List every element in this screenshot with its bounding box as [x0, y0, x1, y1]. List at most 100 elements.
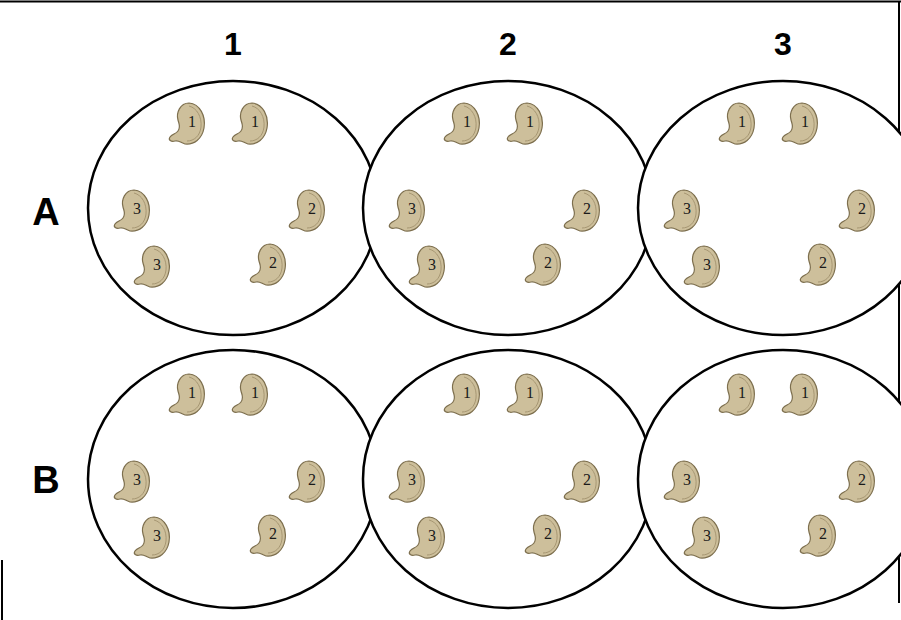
seed-node: 3 [386, 187, 428, 233]
seed-node: 2 [522, 241, 564, 287]
seed-shape [504, 371, 546, 417]
seed-node: 3 [131, 243, 173, 289]
seed-shape [229, 100, 271, 146]
seed-shape [561, 187, 603, 233]
seed-node: 2 [522, 512, 564, 558]
seed-number: 1 [733, 384, 751, 402]
seed-node: 2 [286, 187, 328, 233]
seed-shape [522, 512, 564, 558]
seed-number: 3 [128, 471, 146, 489]
seed-shape [681, 243, 723, 289]
seed-number: 3 [403, 471, 421, 489]
column-label: 3 [774, 28, 792, 60]
seed-number: 3 [678, 471, 696, 489]
seed-node: 3 [406, 243, 448, 289]
seed-shape [661, 187, 703, 233]
seed-node: 2 [797, 512, 839, 558]
seed-number: 2 [814, 254, 832, 272]
seed-number: 1 [183, 113, 201, 131]
seed-node: 3 [386, 458, 428, 504]
seed-node: 1 [779, 371, 821, 417]
seed-number: 3 [678, 200, 696, 218]
seed-shape [441, 371, 483, 417]
column-label: 1 [224, 28, 242, 60]
well-circle [638, 81, 901, 335]
seed-shape [441, 100, 483, 146]
seed-number: 3 [128, 200, 146, 218]
seed-node: 1 [229, 371, 271, 417]
well-circle [363, 350, 653, 608]
seed-shape [681, 514, 723, 560]
seed-shape [386, 187, 428, 233]
seed-number: 3 [423, 527, 441, 545]
seed-node: 1 [779, 100, 821, 146]
seed-number: 2 [264, 525, 282, 543]
seed-number: 2 [578, 471, 596, 489]
well-circle [638, 350, 901, 608]
seed-shape [522, 241, 564, 287]
seed-number: 1 [246, 113, 264, 131]
seed-shape [779, 100, 821, 146]
seed-node: 1 [441, 100, 483, 146]
seed-shape [166, 371, 208, 417]
seed-shape [797, 512, 839, 558]
seed-shape [286, 187, 328, 233]
seed-number: 1 [796, 384, 814, 402]
seed-number: 2 [578, 200, 596, 218]
seed-shape [661, 458, 703, 504]
seed-number: 3 [698, 256, 716, 274]
seed-node: 2 [247, 512, 289, 558]
well-circle [363, 81, 653, 335]
seed-number: 1 [733, 113, 751, 131]
seed-shape [797, 241, 839, 287]
seed-shape [779, 371, 821, 417]
seed-number: 2 [853, 471, 871, 489]
seed-node: 1 [229, 100, 271, 146]
seed-number: 3 [148, 256, 166, 274]
seed-number: 2 [303, 200, 321, 218]
seed-number: 3 [403, 200, 421, 218]
seed-shape [836, 187, 878, 233]
seed-node: 2 [836, 458, 878, 504]
seed-shape [131, 243, 173, 289]
seed-number: 2 [303, 471, 321, 489]
seed-number: 2 [539, 254, 557, 272]
seed-node: 1 [166, 371, 208, 417]
seed-number: 2 [264, 254, 282, 272]
seed-number: 3 [423, 256, 441, 274]
seed-node: 3 [111, 458, 153, 504]
row-label: A [32, 193, 59, 231]
row-label: B [32, 461, 59, 499]
seed-node: 1 [166, 100, 208, 146]
frame-line [1, 560, 3, 620]
seed-number: 1 [521, 384, 539, 402]
seed-shape [406, 243, 448, 289]
column-label: 2 [499, 28, 517, 60]
seed-node: 1 [716, 371, 758, 417]
seed-shape [716, 371, 758, 417]
seed-node: 3 [681, 514, 723, 560]
well-circle [88, 350, 378, 608]
seed-shape [406, 514, 448, 560]
seed-node: 1 [716, 100, 758, 146]
seed-node: 1 [504, 371, 546, 417]
seed-shape [111, 458, 153, 504]
seed-shape [836, 458, 878, 504]
seed-node: 3 [681, 243, 723, 289]
seed-node: 1 [441, 371, 483, 417]
seed-shape [247, 241, 289, 287]
seed-number: 2 [814, 525, 832, 543]
seed-number: 1 [458, 384, 476, 402]
seed-shape [386, 458, 428, 504]
seed-shape [504, 100, 546, 146]
seed-shape [561, 458, 603, 504]
seed-node: 3 [661, 458, 703, 504]
seed-number: 1 [183, 384, 201, 402]
seed-node: 3 [131, 514, 173, 560]
seed-node: 1 [504, 100, 546, 146]
frame-line [0, 1, 901, 3]
seed-shape [131, 514, 173, 560]
seed-node: 2 [286, 458, 328, 504]
well-circle [88, 81, 378, 335]
